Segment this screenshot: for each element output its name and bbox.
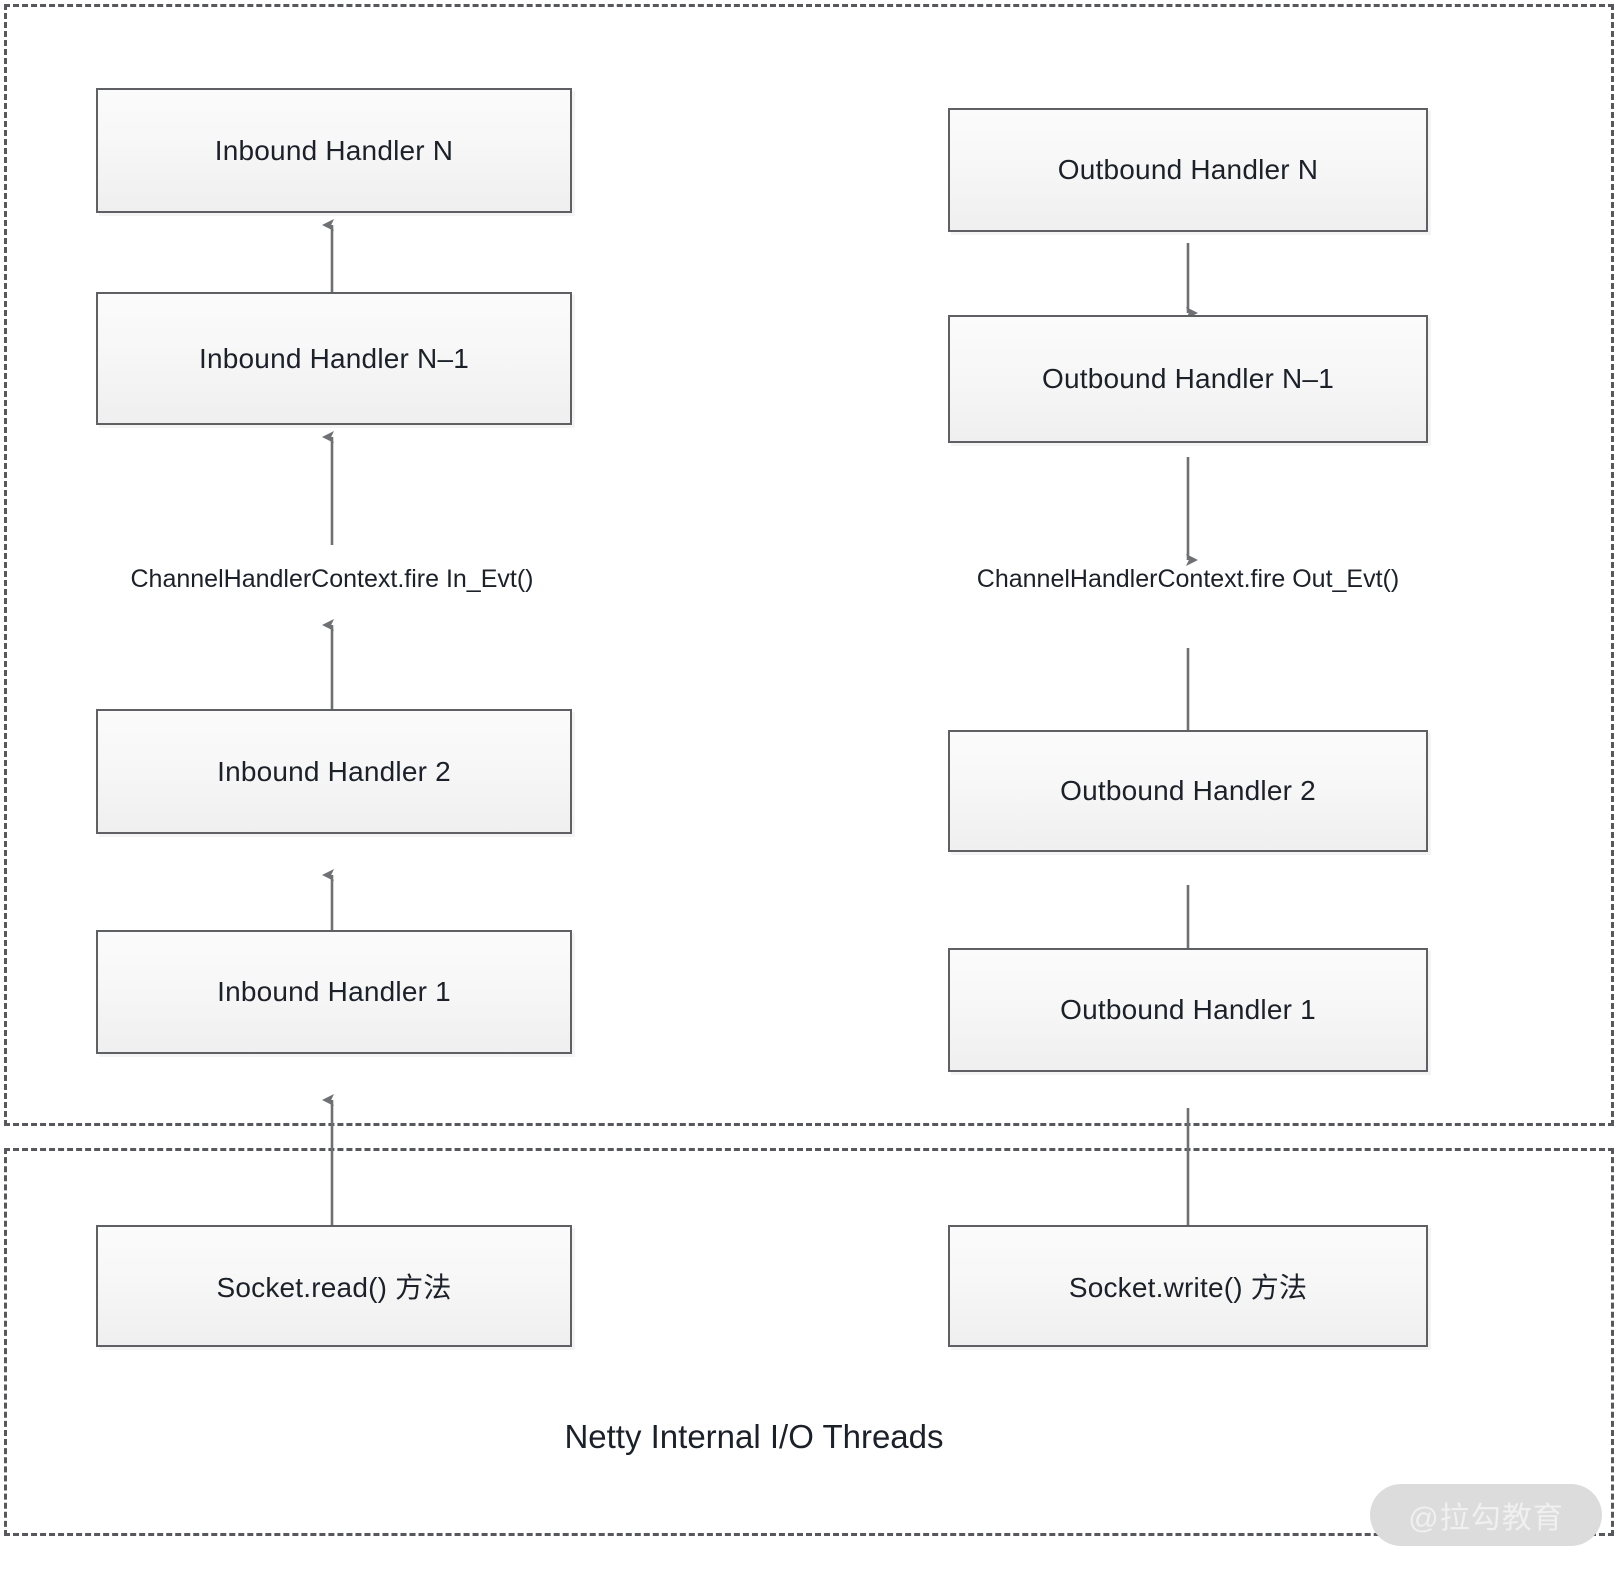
node-label: Socket.read() 方法 <box>216 1272 452 1303</box>
node-label: Inbound Handler N <box>214 134 454 166</box>
node-outbound-handler-n-1[interactable]: Outbound Handler N–1 <box>948 315 1428 443</box>
node-inbound-handler-n[interactable]: Inbound Handler N <box>96 88 572 213</box>
node-label: Inbound Handler N–1 <box>199 342 469 374</box>
node-label: Inbound Handler 2 <box>217 755 451 787</box>
node-socket-read[interactable]: Socket.read() 方法 <box>96 1225 572 1347</box>
node-inbound-handler-1[interactable]: Inbound Handler 1 <box>96 930 572 1054</box>
node-socket-write[interactable]: Socket.write() 方法 <box>948 1225 1428 1347</box>
edge-label-outbound-fire-event: ChannelHandlerContext.fire Out_Evt() <box>976 565 1400 593</box>
node-label: Inbound Handler 1 <box>217 976 451 1007</box>
node-label: Socket.write() 方法 <box>1068 1272 1308 1303</box>
watermark-text: @拉勾教育 <box>1408 1502 1564 1535</box>
region-user-threads <box>4 4 1614 1126</box>
node-label: Outbound Handler 1 <box>1060 994 1316 1025</box>
edge-label-inbound-fire-event: ChannelHandlerContext.fire In_Evt() <box>130 565 534 593</box>
node-inbound-handler-2[interactable]: Inbound Handler 2 <box>96 709 572 834</box>
node-label: Outbound Handler 2 <box>1060 775 1316 806</box>
node-label: Outbound Handler N–1 <box>1042 363 1334 394</box>
watermark-badge: @拉勾教育 <box>1370 1484 1602 1546</box>
node-outbound-handler-2[interactable]: Outbound Handler 2 <box>948 730 1428 852</box>
io-threads-caption: Netty Internal I/O Threads <box>564 1418 944 1455</box>
node-label: Outbound Handler N <box>1057 154 1319 185</box>
node-outbound-handler-1[interactable]: Outbound Handler 1 <box>948 948 1428 1072</box>
region-netty-io-threads <box>4 1148 1614 1536</box>
node-outbound-handler-n[interactable]: Outbound Handler N <box>948 108 1428 232</box>
node-inbound-handler-n-1[interactable]: Inbound Handler N–1 <box>96 292 572 425</box>
